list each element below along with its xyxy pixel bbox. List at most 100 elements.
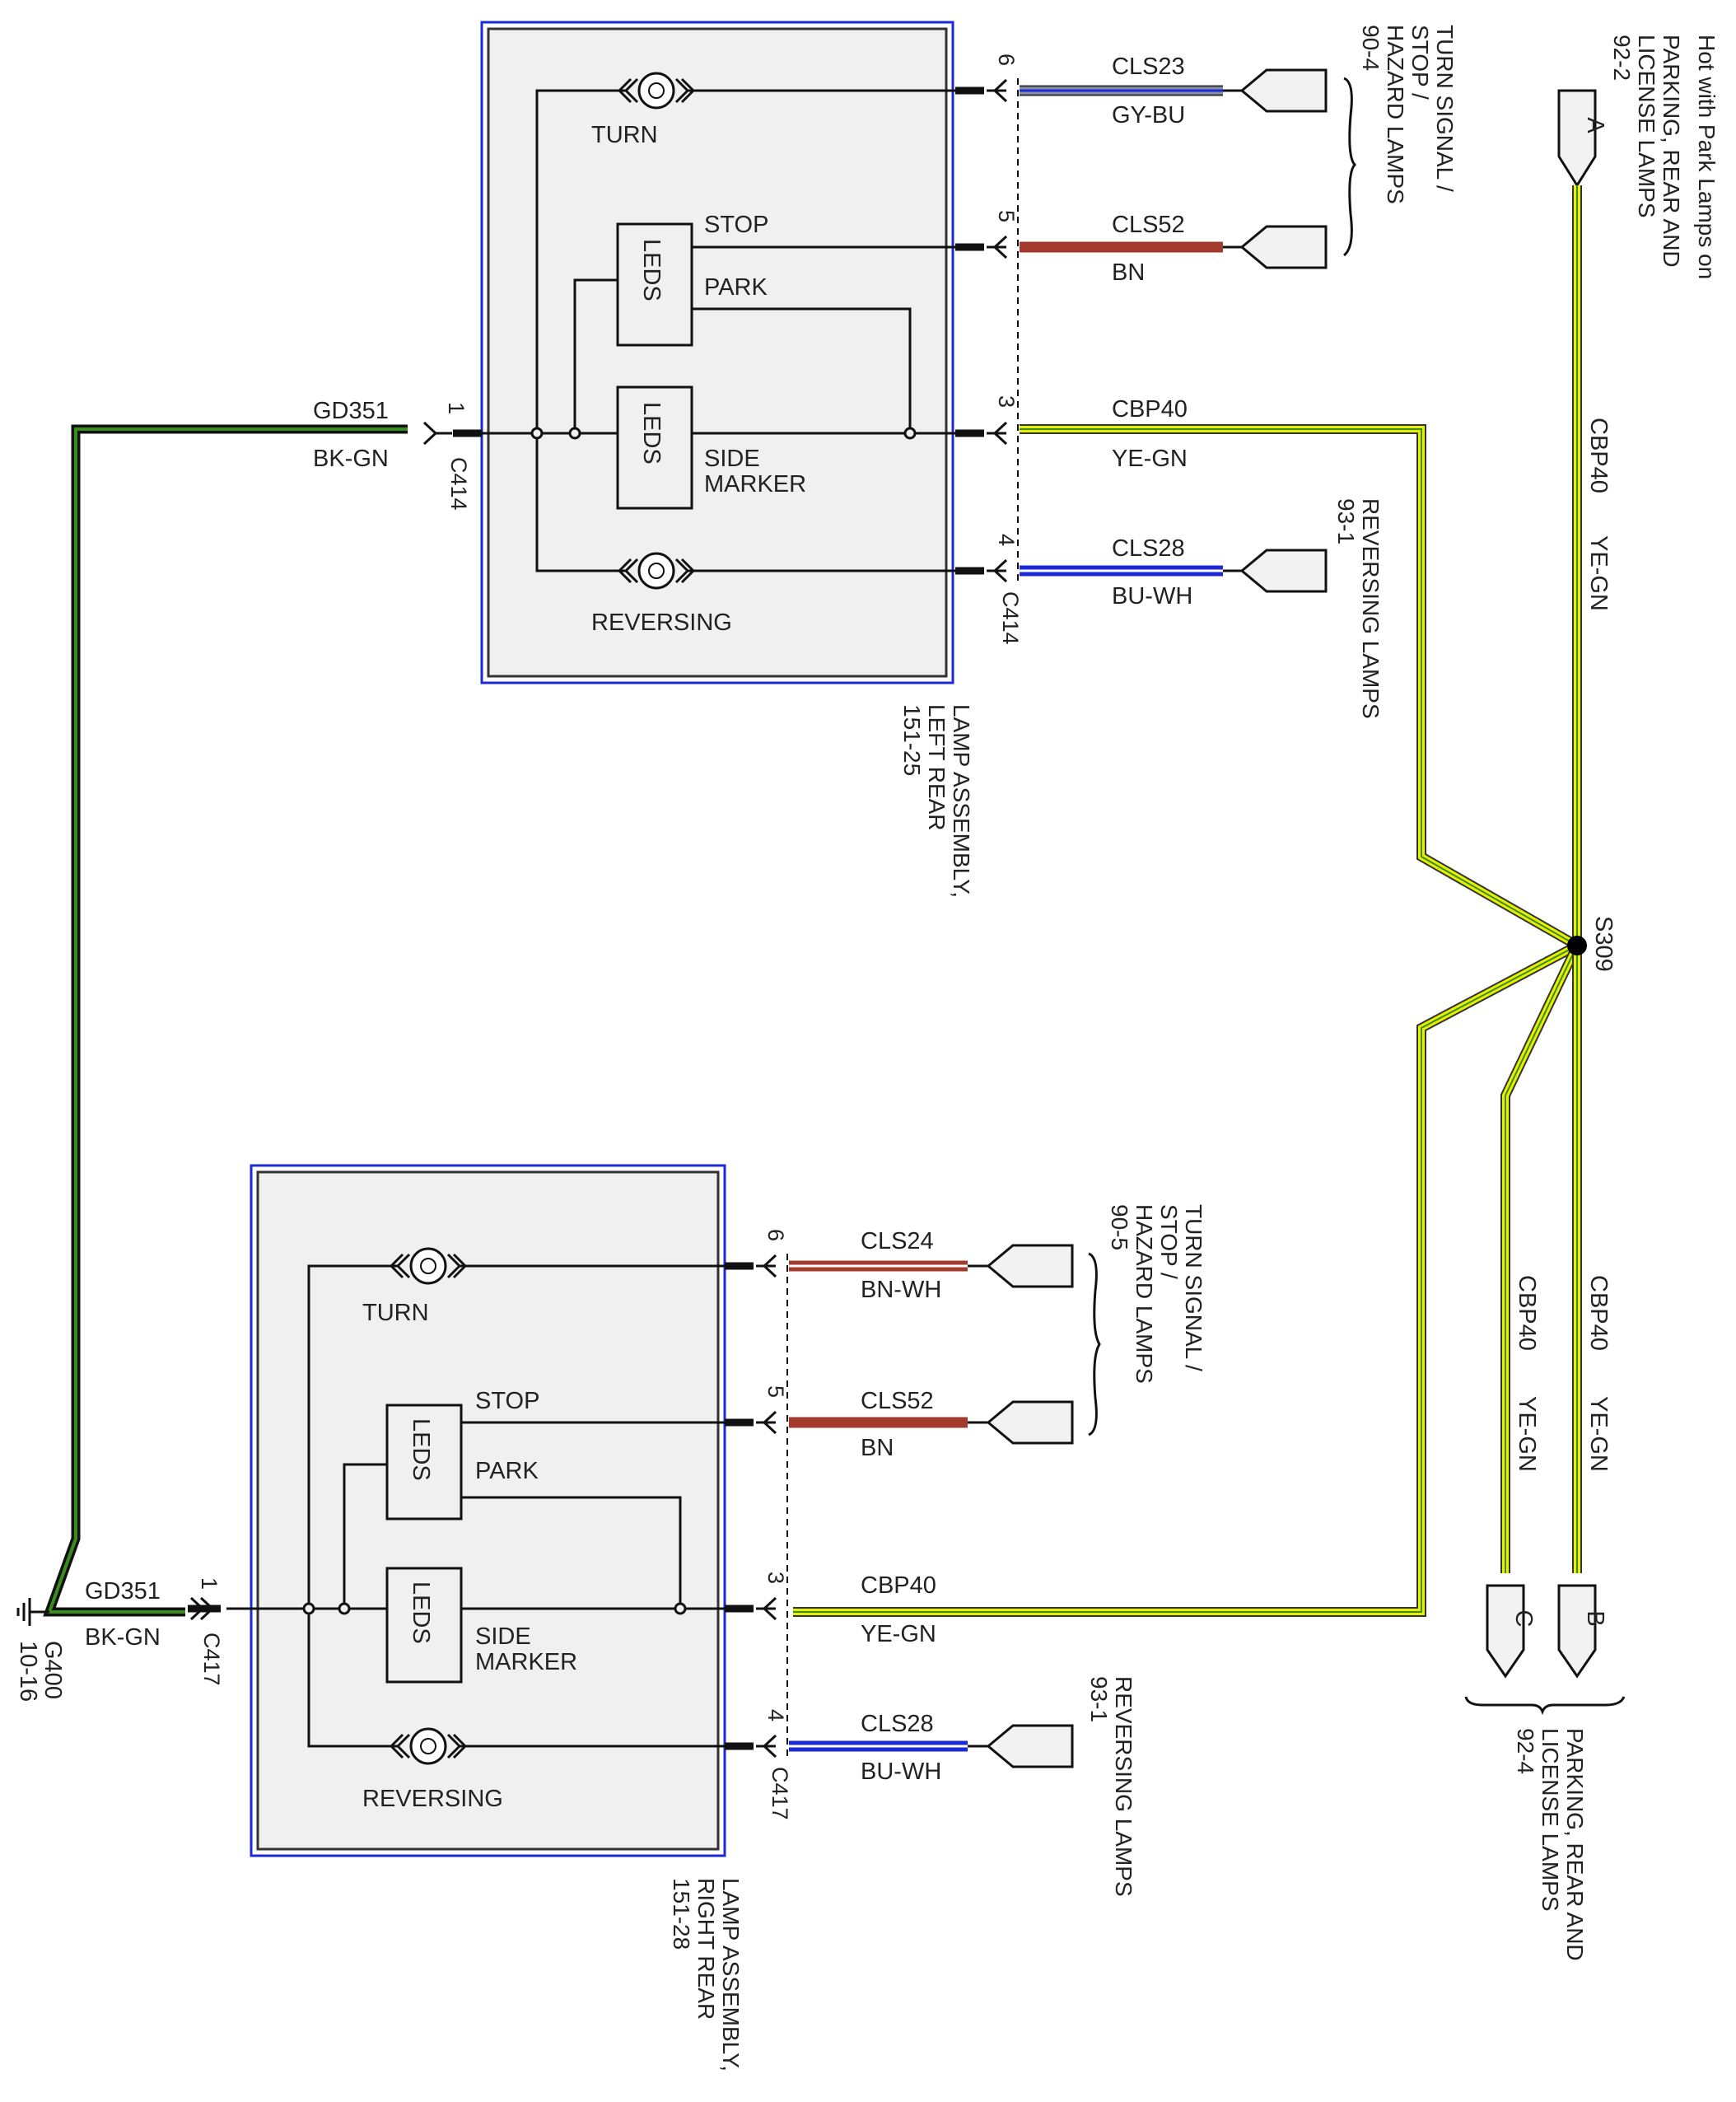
left-ground-pin: 1 — [444, 402, 469, 414]
left-color-gy-bu: GY-BU — [1112, 102, 1185, 128]
right-color-ye-gn: YE-GN — [861, 1621, 936, 1647]
top-target-line1: PARKING, REAR AND — [1659, 35, 1684, 268]
left-leds1: LEDS — [638, 239, 665, 301]
left-dest-connector-stop — [1239, 225, 1328, 269]
right-circuit-cbp40: CBP40 — [861, 1572, 936, 1599]
header-note: Hot with Park Lamps on — [1694, 35, 1720, 279]
right-marker-label: MARKER — [475, 1649, 577, 1675]
right-ground-pin: 1 — [197, 1577, 222, 1590]
right-dest-rev-ref: 93-1 — [1086, 1676, 1112, 1722]
left-dest-turn-line2: STOP / — [1407, 25, 1433, 100]
bottom-target-line2: LICENSE LAMPS — [1538, 1728, 1563, 1912]
left-turn-brace — [1342, 77, 1357, 257]
feed-circuit-upper: CBP40 — [1585, 418, 1612, 493]
left-reversing-bulb-icon — [618, 552, 695, 590]
left-stop-label: STOP — [704, 212, 768, 238]
left-circuit-cls52: CLS52 — [1112, 212, 1185, 238]
right-ground-color: BK-GN — [85, 1624, 161, 1651]
ground-name: G400 — [40, 1641, 66, 1699]
left-pin-4: 4 — [994, 534, 1019, 546]
right-color-bn: BN — [861, 1435, 894, 1461]
left-ground-circuit: GD351 — [313, 398, 389, 424]
left-turn-label: TURN — [591, 122, 658, 148]
left-color-bn: BN — [1112, 259, 1145, 286]
right-dest-turn-line3: HAZARD LAMPS — [1132, 1204, 1157, 1384]
right-connector-label: C417 — [768, 1767, 792, 1820]
feed-wires — [793, 185, 1582, 1617]
right-title2: RIGHT REAR — [693, 1878, 719, 2020]
left-connector-label: C414 — [998, 591, 1023, 645]
left-lamp-assembly — [422, 21, 1019, 684]
left-leds2: LEDS — [638, 402, 665, 465]
left-circuit-cls23: CLS23 — [1112, 54, 1185, 80]
svg-text:C: C — [1510, 1610, 1537, 1628]
feed-color-c: YE-GN — [1514, 1396, 1540, 1472]
left-circuit-cbp40: CBP40 — [1112, 396, 1188, 423]
right-dest-connector-stop — [986, 1400, 1074, 1445]
right-circuit-cls28: CLS28 — [861, 1711, 934, 1737]
bottom-target-line1: PARKING, REAR AND — [1562, 1728, 1588, 1961]
left-pin-3: 3 — [994, 395, 1019, 408]
feed-circuit-c: CBP40 — [1514, 1275, 1540, 1351]
feed-color-upper: YE-GN — [1585, 535, 1612, 611]
left-dest-turn-line1: TURN SIGNAL / — [1432, 25, 1458, 192]
right-pin-5: 5 — [763, 1385, 788, 1398]
right-ref: 151-28 — [669, 1878, 694, 1950]
right-dest-rev-line1: REVERSING LAMPS — [1111, 1676, 1136, 1897]
right-leds2: LEDS — [408, 1581, 434, 1644]
top-target-line2: LICENSE LAMPS — [1634, 35, 1659, 218]
left-reversing-label: REVERSING — [591, 610, 732, 636]
right-lamp-assembly — [188, 1164, 788, 1857]
bc-brace — [1464, 1696, 1626, 1716]
right-park-label: PARK — [475, 1458, 539, 1484]
left-ground-color: BK-GN — [313, 446, 389, 472]
feed-color-b: YE-GN — [1585, 1396, 1612, 1472]
right-dest-turn-ref: 90-5 — [1107, 1204, 1132, 1250]
left-dest-turn-line3: HAZARD LAMPS — [1383, 25, 1408, 204]
splice-label: S309 — [1590, 916, 1617, 972]
right-turn-brace — [1088, 1252, 1101, 1436]
left-ground-connector: C414 — [446, 457, 471, 511]
left-title1: LAMP ASSEMBLY, — [949, 704, 974, 898]
ground-wire — [43, 424, 408, 1617]
right-turn-bulb-icon — [390, 1247, 467, 1285]
svg-text:A: A — [1582, 117, 1608, 133]
right-ground-connector: C417 — [199, 1633, 224, 1686]
left-marker-label: MARKER — [704, 471, 806, 497]
right-circuit-cls52: CLS52 — [861, 1388, 934, 1414]
left-ref: 151-25 — [899, 704, 925, 776]
left-dest-connector-rev — [1239, 549, 1328, 593]
left-dest-rev-line1: REVERSING LAMPS — [1358, 498, 1384, 719]
right-stop-label: STOP — [475, 1388, 539, 1414]
right-reversing-bulb-icon — [390, 1727, 467, 1765]
left-dest-connector-turn — [1239, 68, 1328, 113]
right-color-bn-wh: BN-WH — [861, 1277, 941, 1303]
left-title2: LEFT REAR — [924, 704, 950, 831]
right-side-label: SIDE — [475, 1623, 531, 1650]
right-dest-turn-line1: TURN SIGNAL / — [1181, 1204, 1206, 1371]
left-circuit-cls28: CLS28 — [1112, 535, 1185, 562]
left-pin-5: 5 — [994, 210, 1019, 222]
connector-b: B — [1557, 1584, 1608, 1679]
right-dest-connector-turn — [986, 1244, 1074, 1288]
right-leds1: LEDS — [408, 1418, 434, 1481]
left-dest-rev-ref: 93-1 — [1333, 498, 1359, 544]
bottom-target-ref: 92-4 — [1513, 1728, 1538, 1774]
left-dest-turn-ref: 90-4 — [1358, 25, 1384, 71]
right-ground-circuit: GD351 — [85, 1578, 161, 1605]
left-color-ye-gn: YE-GN — [1112, 446, 1188, 472]
connector-a: A — [1557, 89, 1608, 188]
ground-symbol — [16, 1598, 49, 1626]
right-title1: LAMP ASSEMBLY, — [718, 1878, 744, 2072]
left-pin-6: 6 — [994, 54, 1019, 66]
right-turn-label: TURN — [362, 1300, 429, 1326]
left-color-bu-wh: BU-WH — [1112, 583, 1192, 610]
right-pin-3: 3 — [763, 1572, 788, 1584]
right-dest-connector-rev — [986, 1724, 1074, 1768]
feed-circuit-b: CBP40 — [1585, 1275, 1612, 1351]
right-color-bu-wh: BU-WH — [861, 1759, 941, 1785]
right-circuit-cls24: CLS24 — [861, 1228, 934, 1254]
splice-s309 — [1567, 936, 1587, 955]
